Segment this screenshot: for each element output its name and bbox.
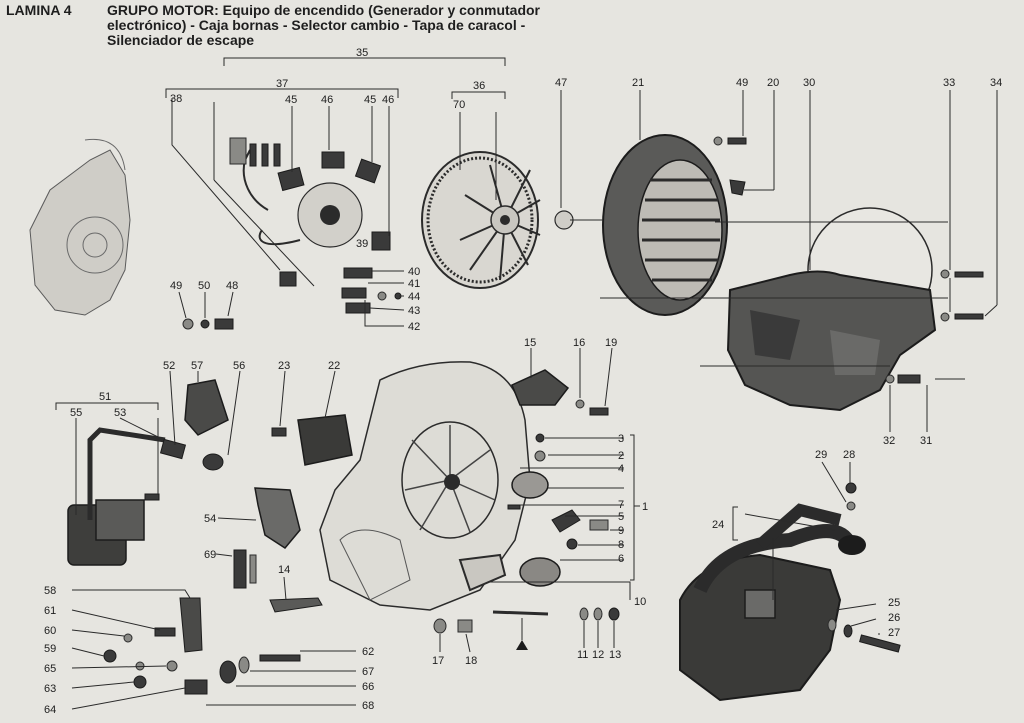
callout-25: 25 bbox=[888, 597, 900, 609]
stator-fastener-parts bbox=[341, 267, 402, 314]
callout-15: 15 bbox=[524, 337, 536, 349]
callout-7: 7 bbox=[618, 499, 624, 511]
plate-title: GRUPO MOTOR: Equipo de encendido (Genera… bbox=[107, 3, 607, 48]
callout-52: 52 bbox=[163, 360, 175, 372]
callout-49a: 49 bbox=[736, 77, 748, 89]
callout-11: 11 bbox=[577, 649, 588, 661]
callout-69: 69 bbox=[204, 549, 216, 561]
callout-28: 28 bbox=[843, 449, 855, 461]
title-line-1: Equipo de encendido (Generador y conmuta… bbox=[222, 2, 541, 18]
title-line-3: Silenciador de escape bbox=[107, 32, 255, 48]
crankcase-half-illustration bbox=[29, 138, 131, 316]
callout-53: 53 bbox=[114, 407, 126, 419]
callout-64: 64 bbox=[44, 704, 56, 716]
callout-45a: 45 bbox=[285, 94, 297, 106]
callout-labels: 35 37 36 38 45 46 45 46 70 47 21 49 20 3… bbox=[44, 47, 1002, 716]
callout-60: 60 bbox=[44, 625, 56, 637]
callout-24: 24 bbox=[712, 519, 724, 531]
callout-46b: 46 bbox=[382, 94, 394, 106]
stator-plate-illustration bbox=[229, 137, 391, 287]
callout-3: 3 bbox=[618, 433, 624, 445]
callout-31: 31 bbox=[920, 435, 932, 447]
callout-43: 43 bbox=[408, 305, 420, 317]
callout-21: 21 bbox=[632, 77, 644, 89]
ignition-coil-illustration bbox=[67, 427, 187, 566]
callout-40: 40 bbox=[408, 266, 420, 278]
callout-48: 48 bbox=[226, 280, 238, 292]
callout-37: 37 bbox=[276, 78, 288, 90]
callout-14: 14 bbox=[278, 564, 290, 576]
callout-33: 33 bbox=[943, 77, 955, 89]
callout-29: 29 bbox=[815, 449, 827, 461]
callout-32: 32 bbox=[883, 435, 895, 447]
small-fasteners-left bbox=[182, 136, 747, 330]
ignition-accessories-illustration bbox=[184, 379, 353, 589]
bottom-left-fasteners bbox=[103, 597, 301, 695]
fan-cowl-illustration bbox=[726, 207, 937, 412]
callout-10: 10 bbox=[634, 596, 646, 608]
callout-70: 70 bbox=[453, 99, 465, 111]
callout-1: 1 bbox=[642, 501, 648, 513]
callout-41: 41 bbox=[408, 278, 420, 290]
engine-housing-illustration bbox=[319, 361, 531, 611]
callout-34: 34 bbox=[990, 77, 1002, 89]
flywheel-illustration bbox=[421, 151, 541, 289]
callout-2: 2 bbox=[618, 450, 624, 462]
gear-selector-illustration bbox=[458, 369, 609, 592]
callout-6: 6 bbox=[618, 553, 624, 565]
callout-36: 36 bbox=[473, 80, 485, 92]
callout-50: 50 bbox=[198, 280, 210, 292]
callout-42: 42 bbox=[408, 321, 420, 333]
callout-51: 51 bbox=[99, 391, 111, 403]
callout-38: 38 bbox=[170, 93, 182, 105]
callout-65: 65 bbox=[44, 663, 56, 675]
callout-57: 57 bbox=[191, 360, 203, 372]
callout-16: 16 bbox=[573, 337, 585, 349]
callout-54: 54 bbox=[204, 513, 216, 525]
bracket-14-illustration bbox=[269, 597, 323, 613]
exhaust-silencer-illustration bbox=[679, 482, 901, 702]
callout-59: 59 bbox=[44, 643, 56, 655]
callout-12: 12 bbox=[592, 649, 604, 661]
callout-18: 18 bbox=[465, 655, 477, 667]
callout-58: 58 bbox=[44, 585, 56, 597]
misc-small-parts bbox=[433, 607, 620, 650]
callout-62: 62 bbox=[362, 646, 374, 658]
callout-61: 61 bbox=[44, 605, 56, 617]
callout-45b: 45 bbox=[364, 94, 376, 106]
callout-17: 17 bbox=[432, 655, 444, 667]
callout-67: 67 bbox=[362, 666, 374, 678]
flywheel-cover-illustration bbox=[602, 134, 728, 316]
callout-46a: 46 bbox=[321, 94, 333, 106]
callout-56: 56 bbox=[233, 360, 245, 372]
callout-35: 35 bbox=[356, 47, 368, 59]
callout-4: 4 bbox=[618, 463, 624, 475]
callout-47: 47 bbox=[555, 77, 567, 89]
callout-66: 66 bbox=[362, 681, 374, 693]
callout-49b: 49 bbox=[170, 280, 182, 292]
callout-55: 55 bbox=[70, 407, 82, 419]
callout-30: 30 bbox=[803, 77, 815, 89]
callout-63: 63 bbox=[44, 683, 56, 695]
callout-8: 8 bbox=[618, 539, 624, 551]
callout-9: 9 bbox=[618, 525, 624, 537]
plate-number: LAMINA 4 bbox=[6, 2, 72, 18]
callout-19: 19 bbox=[605, 337, 617, 349]
callout-23: 23 bbox=[278, 360, 290, 372]
callout-39: 39 bbox=[356, 238, 368, 250]
cowl-screws-illustration bbox=[885, 269, 984, 384]
title-line-2: electrónico) - Caja bornas - Selector ca… bbox=[107, 17, 526, 33]
group-label: GRUPO MOTOR: bbox=[107, 2, 219, 18]
callout-20: 20 bbox=[767, 77, 779, 89]
callout-22: 22 bbox=[328, 360, 340, 372]
callout-13: 13 bbox=[609, 649, 621, 661]
callout-27: 27 bbox=[888, 627, 900, 639]
callout-5: 5 bbox=[618, 511, 624, 523]
callout-68: 68 bbox=[362, 700, 374, 712]
callout-26: 26 bbox=[888, 612, 900, 624]
leader-lines bbox=[55, 57, 998, 710]
callout-44: 44 bbox=[408, 291, 420, 303]
